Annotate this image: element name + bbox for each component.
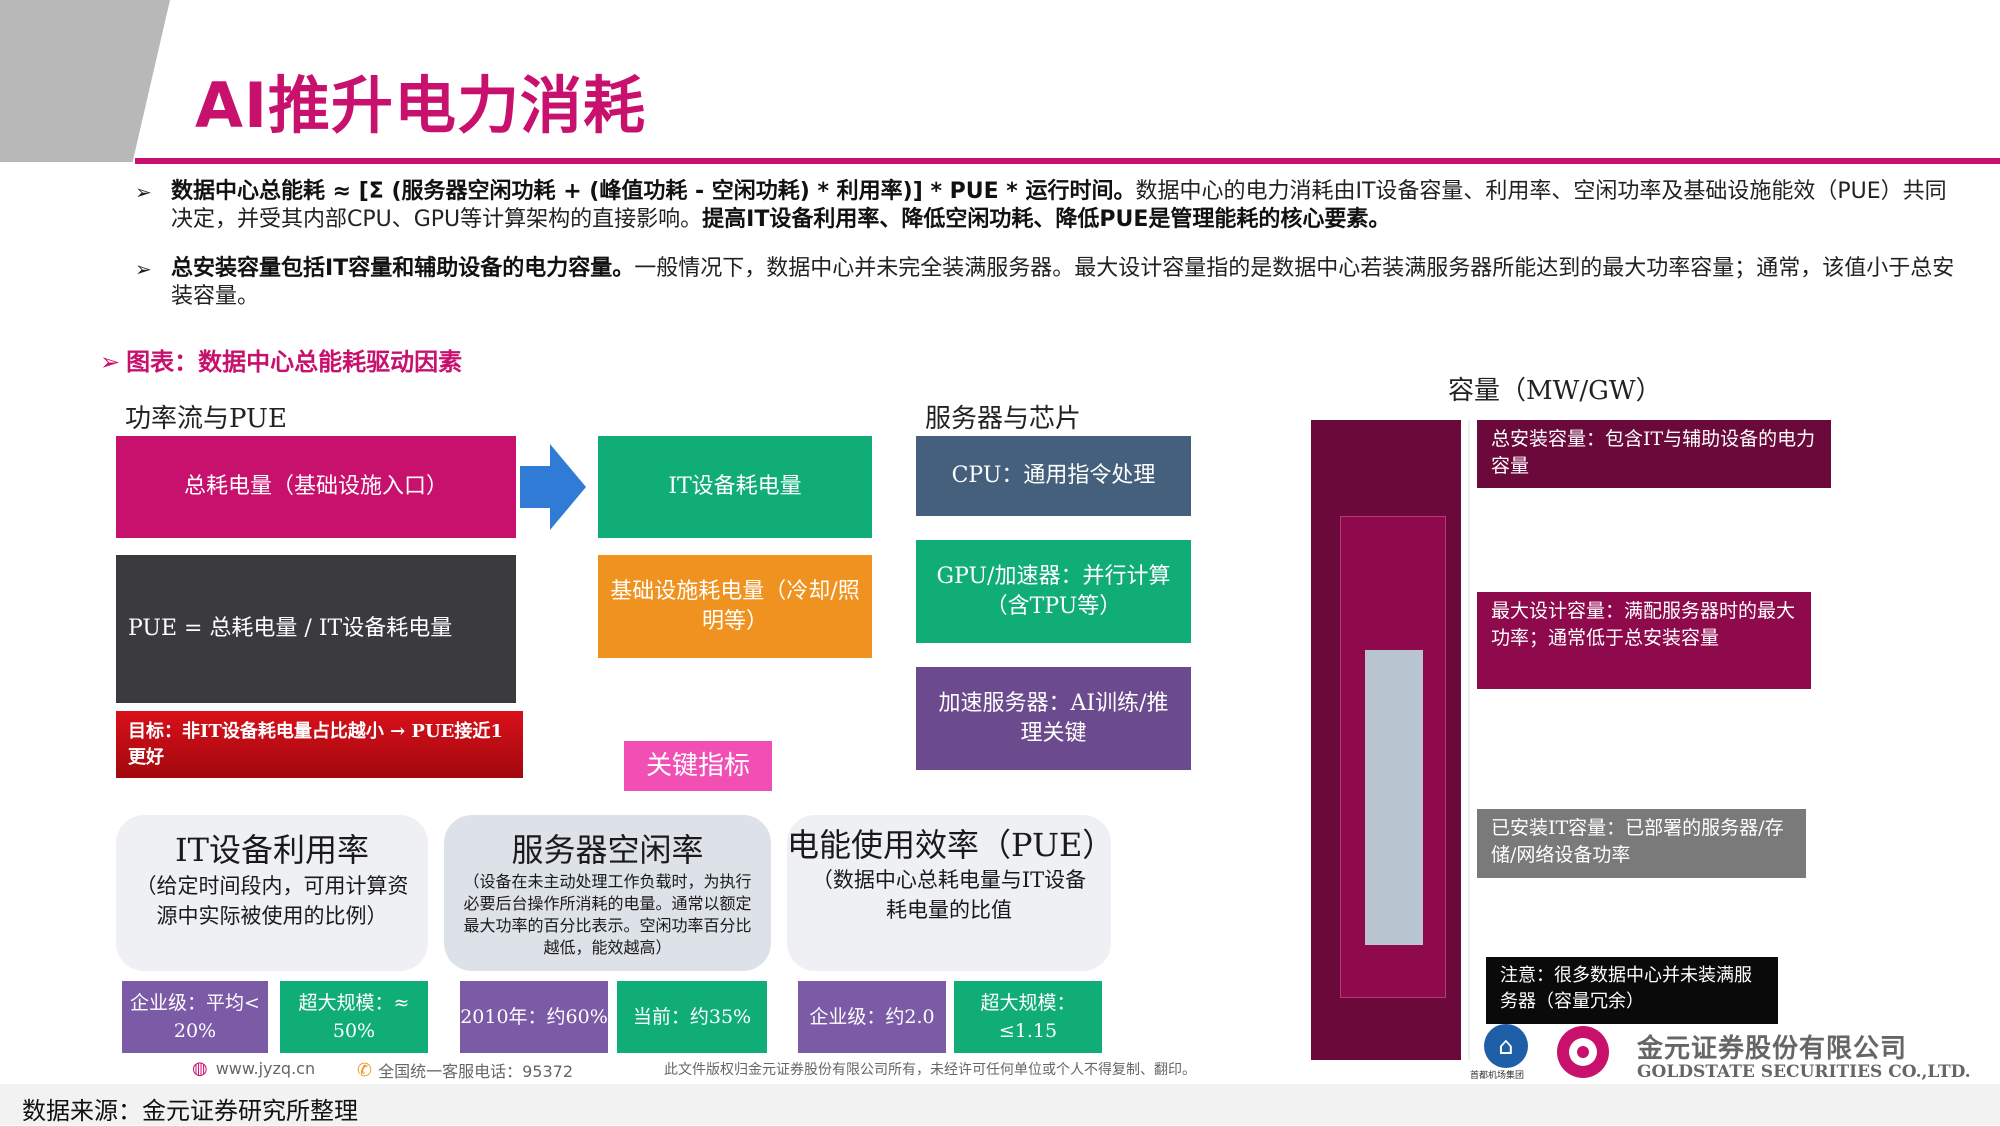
footer-site: ◍ www.jyzq.cn	[192, 1058, 315, 1079]
footer-site-text: www.jyzq.cn	[215, 1059, 316, 1078]
bullet-1-text: 数据中心的电力消耗由IT设备容量、利用率、空闲功率及基础设施能效（PUE）共同决…	[171, 179, 1947, 232]
airport-logo-icon: ⌂	[1484, 1024, 1528, 1068]
arrow-bullet-icon: ➢	[100, 348, 121, 376]
footer-copyright: 此文件版权归金元证券股份有限公司所有，未经许可任何单位或个人不得复制、翻印。	[664, 1062, 1196, 1078]
metric-card-desc: （数据中心总耗电量与IT设备耗电量的比值	[811, 868, 1087, 922]
goal-box: 目标：非IT设备耗电量占比越小 → PUE接近1更好	[116, 711, 523, 778]
figure-title-text: 图表：数据中心总能耗驱动因素	[126, 348, 463, 376]
it-power-box: IT设备耗电量	[598, 436, 872, 538]
metric-card-title: 服务器空闲率	[511, 831, 704, 869]
capacity-note: 注意：很多数据中心并未装满服务器（容量冗余）	[1486, 957, 1778, 1024]
goldstate-logo-icon	[1557, 1026, 1609, 1078]
bullet-1-bold: 数据中心总能耗 ≈ [Σ (服务器空闲功耗 + (峰值功耗 - 空闲功耗) * …	[171, 179, 1136, 204]
pue-formula-box: PUE = 总耗电量 / IT设备耗电量	[116, 555, 516, 703]
bullet-2-text: 一般情况下，数据中心并未完全装满服务器。最大设计容量指的是数据中心若装满服务器所…	[171, 256, 1955, 309]
data-source: 数据来源：金元证券研究所整理	[22, 1097, 358, 1125]
metric-card-title: 电能使用效率（PUE）	[787, 826, 1115, 864]
metric-value-left: 企业级：平均< 20%	[122, 981, 268, 1053]
key-metrics-label: 关键指标	[624, 741, 772, 791]
figure-title: ➢图表：数据中心总能耗驱动因素	[100, 342, 462, 377]
cpu-box: CPU：通用指令处理	[916, 436, 1191, 516]
capacity-title: 容量（MW/GW）	[1448, 376, 1662, 406]
flow-arrow-icon	[520, 444, 586, 530]
globe-icon: ◍	[192, 1058, 208, 1079]
bullet-2: ➢ 总安装容量包括IT容量和辅助设备的电力容量。一般情况下，数据中心并未完全装满…	[135, 255, 1965, 311]
metric-value-left: 2010年：约60%	[460, 981, 608, 1053]
metric-card-utilization: IT设备利用率 （给定时间段内，可用计算资源中实际被使用的比例）	[116, 815, 428, 971]
infra-power-box: 基础设施耗电量（冷却/照明等）	[598, 555, 872, 658]
company-name-cn: 金元证券股份有限公司	[1637, 1034, 1908, 1064]
phone-icon: ✆	[357, 1059, 373, 1081]
accel-server-box: 加速服务器：AI训练/推理关键	[916, 667, 1191, 770]
metric-value-right: 超大规模：≤1.15	[954, 981, 1102, 1053]
bullet-1: ➢ 数据中心总能耗 ≈ [Σ (服务器空闲功耗 + (峰值功耗 - 空闲功耗) …	[135, 178, 1965, 234]
metric-card-idle: 服务器空闲率 （设备在未主动处理工作负载时，为执行必要后台操作所消耗的电量。通常…	[444, 815, 771, 971]
max-capacity-label: 最大设计容量：满配服务器时的最大功率；通常低于总安装容量	[1477, 592, 1811, 689]
metric-value-left: 企业级：约2.0	[798, 981, 946, 1053]
metric-card-desc: （设备在未主动处理工作负载时，为执行必要后台操作所消耗的电量。通常以额定最大功率…	[463, 872, 752, 957]
arrow-bullet-icon: ➢	[135, 180, 152, 204]
servers-title: 服务器与芯片	[925, 404, 1082, 434]
corner-decoration	[0, 0, 170, 162]
company-name-en: GOLDSTATE SECURITIES CO.,LTD.	[1637, 1062, 1971, 1082]
metric-value-right: 超大规模：≈ 50%	[280, 981, 428, 1053]
metric-value-right: 当前：约35%	[617, 981, 767, 1053]
page-title: AI推升电力消耗	[195, 69, 647, 142]
arrow-bullet-icon: ➢	[135, 257, 152, 281]
gpu-box: GPU/加速器：并行计算（含TPU等）	[916, 540, 1191, 643]
title-divider	[135, 158, 2000, 164]
metric-card-desc: （给定时间段内，可用计算资源中实际被使用的比例）	[135, 874, 409, 928]
total-capacity-label: 总安装容量：包含IT与辅助设备的电力容量	[1477, 420, 1831, 488]
total-power-box: 总耗电量（基础设施入口）	[116, 436, 516, 538]
footer-hotline: ✆ 全国统一客服电话：95372	[357, 1058, 573, 1082]
power-flow-title: 功率流与PUE	[125, 404, 287, 434]
installed-capacity-bar	[1365, 650, 1423, 945]
airport-logo-text: 首都机场集团	[1470, 1071, 1525, 1081]
source-strip	[0, 1084, 2000, 1125]
bullet-1-bold2: 提高IT设备利用率、降低空闲功耗、降低PUE是管理能耗的核心要素。	[702, 207, 1391, 232]
capacity-divider	[1468, 420, 1470, 1060]
bullet-2-bold: 总安装容量包括IT容量和辅助设备的电力容量。	[171, 256, 635, 281]
installed-capacity-label: 已安装IT容量：已部署的服务器/存储/网络设备功率	[1477, 809, 1806, 878]
metric-card-title: IT设备利用率	[175, 831, 369, 869]
footer-hotline-text: 全国统一客服电话：95372	[378, 1062, 573, 1081]
metric-card-pue: 电能使用效率（PUE） （数据中心总耗电量与IT设备耗电量的比值	[787, 815, 1115, 971]
